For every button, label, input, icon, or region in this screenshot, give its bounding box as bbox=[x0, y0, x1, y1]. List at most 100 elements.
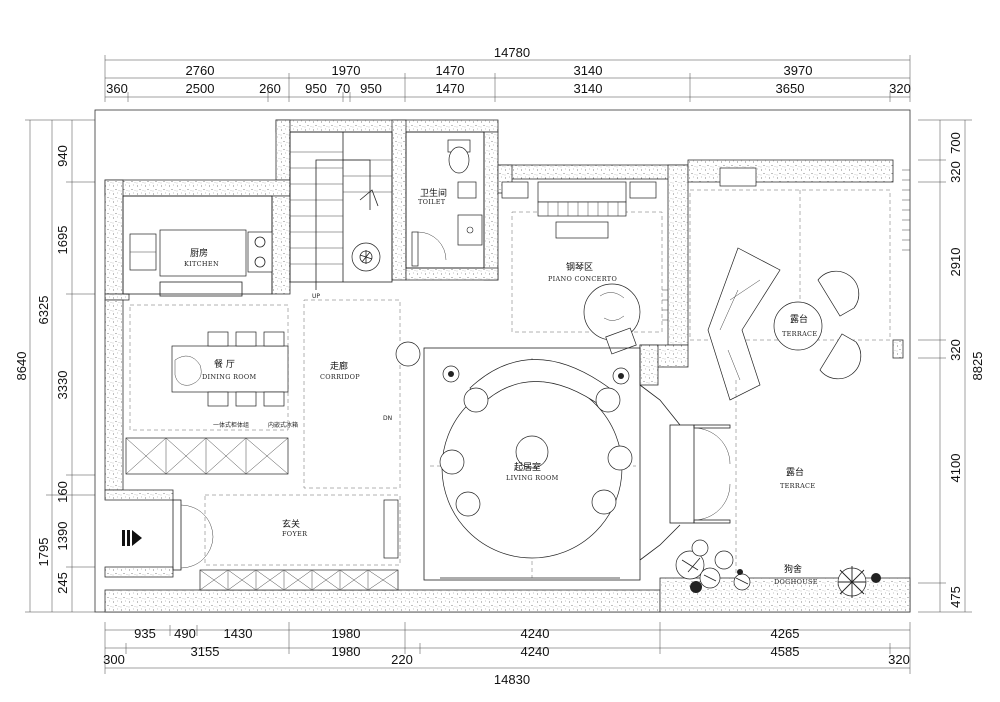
terrace-top: 露台 TERRACE bbox=[689, 167, 910, 401]
staircase: UP bbox=[289, 131, 393, 300]
left-sub-dim-2: 1695 bbox=[55, 226, 70, 255]
top-sub-dim-10: 320 bbox=[889, 81, 911, 96]
dining-label-cn: 餐 厅 bbox=[214, 358, 235, 370]
doghouse-label-cn: 狗舍 bbox=[784, 563, 802, 575]
top-sub-dim-7: 1470 bbox=[436, 81, 465, 96]
doghouse-label-en: DOGHOUSE bbox=[774, 578, 818, 586]
pouf-bottom-left bbox=[455, 491, 481, 517]
foyer-label-cn: 玄关 bbox=[282, 518, 300, 530]
kitchen-label-cn: 厨房 bbox=[190, 247, 208, 259]
top-sub-dim-8: 3140 bbox=[574, 81, 603, 96]
cabinet-note-b: 内嵌式冰箱 bbox=[268, 421, 298, 429]
top-sub-dim-3: 260 bbox=[259, 81, 281, 96]
toilet-label-en: TOILET bbox=[418, 198, 446, 206]
top-total-dim: 14780 bbox=[494, 45, 530, 60]
left-sub-dim-6: 245 bbox=[55, 572, 70, 594]
stove-icon bbox=[247, 231, 273, 273]
right-dimensions: 8825 700 320 2910 320 4100 475 bbox=[918, 119, 985, 613]
top-dim-5: 3970 bbox=[784, 63, 813, 78]
dining-cabinets bbox=[125, 437, 289, 475]
bottom-sub-dim-2: 3155 bbox=[191, 644, 220, 659]
foyer: 玄关 FOYER bbox=[122, 494, 401, 591]
bottom-dim-1: 935 bbox=[134, 626, 156, 641]
left-dim-1: 6325 bbox=[36, 296, 51, 325]
dining-chairs bbox=[207, 331, 285, 407]
bottom-dim-5: 4240 bbox=[521, 626, 550, 641]
right-dim-3: 2910 bbox=[948, 248, 963, 277]
left-dimensions: 8640 6325 1795 940 1695 3330 160 1390 24… bbox=[14, 119, 95, 613]
plant-icon bbox=[351, 242, 381, 272]
living-label-en: LIVING ROOM bbox=[506, 474, 559, 482]
left-sub-dim-3: 3330 bbox=[55, 371, 70, 400]
entrance-arrow-icon bbox=[122, 530, 142, 546]
piano-area: 钢琴区 PIANO CONCERTO bbox=[501, 181, 668, 355]
right-dim-5: 4100 bbox=[948, 454, 963, 483]
coffee-table bbox=[515, 435, 549, 469]
tree-icon bbox=[837, 566, 881, 598]
shower-icon bbox=[457, 181, 477, 199]
left-sub-dim-5: 1390 bbox=[55, 522, 70, 551]
bottom-sub-dim-1: 300 bbox=[103, 652, 125, 667]
kitchen: 厨房 KITCHEN bbox=[122, 195, 273, 297]
top-sub-dim-4: 950 bbox=[305, 81, 327, 96]
bottom-dim-2: 490 bbox=[174, 626, 196, 641]
kitchen-island bbox=[159, 229, 247, 277]
bottom-dimensions: 935 490 1430 1980 4240 4265 300 3155 198… bbox=[103, 622, 911, 687]
top-sub-dim-1: 360 bbox=[106, 81, 128, 96]
piano-label-en: PIANO CONCERTO bbox=[548, 275, 617, 283]
stair-down-label: DN bbox=[383, 415, 392, 422]
doghouse: 狗舍 DOGHOUSE bbox=[675, 539, 881, 598]
toilet-label-cn: 卫生间 bbox=[420, 187, 447, 199]
corridor-label-cn: 走廊 bbox=[330, 360, 348, 372]
top-sub-dim-9: 3650 bbox=[776, 81, 805, 96]
terrace-bottom: 露台 TERRACE bbox=[669, 380, 815, 580]
kitchen-label-en: KITCHEN bbox=[184, 260, 219, 268]
corridor-label-en: CORRIDOP bbox=[320, 373, 360, 381]
top-dim-4: 3140 bbox=[574, 63, 603, 78]
sectional-sofa bbox=[707, 247, 781, 401]
right-dim-1: 700 bbox=[948, 132, 963, 154]
bottom-sub-dim-5: 4240 bbox=[521, 644, 550, 659]
left-sub-dim-4: 160 bbox=[55, 481, 70, 503]
stair-up-label: UP bbox=[312, 293, 320, 300]
living-room: 起居室 LIVING ROOM bbox=[423, 347, 681, 581]
pouf-bottom-right bbox=[591, 489, 617, 515]
bottom-sub-dim-7: 320 bbox=[888, 652, 910, 667]
bottom-sub-dim-6: 4585 bbox=[771, 644, 800, 659]
top-dim-2: 1970 bbox=[332, 63, 361, 78]
top-sub-dim-5: 70 bbox=[336, 81, 350, 96]
dining-room: 餐 厅 DINING ROOM 一体式柜体组 内嵌式冰箱 bbox=[125, 304, 298, 475]
left-total-dim: 8640 bbox=[14, 352, 29, 381]
right-dim-2: 320 bbox=[948, 161, 963, 183]
top-sub-dim-6: 950 bbox=[360, 81, 382, 96]
terrace-bottom-label-cn: 露台 bbox=[786, 466, 804, 478]
pouf-left bbox=[439, 449, 465, 475]
right-dim-4: 320 bbox=[948, 339, 963, 361]
lounge-chair-bottom bbox=[819, 333, 862, 380]
top-dim-1: 2760 bbox=[186, 63, 215, 78]
pouf-right bbox=[607, 445, 633, 471]
terrace-top-label-en: TERRACE bbox=[782, 330, 817, 338]
top-sub-dim-2: 2500 bbox=[186, 81, 215, 96]
dining-label-en: DINING ROOM bbox=[202, 373, 257, 381]
shrub-icon bbox=[675, 539, 751, 593]
piano-label-cn: 钢琴区 bbox=[566, 261, 593, 273]
top-dim-3: 1470 bbox=[436, 63, 465, 78]
bottom-dim-6: 4265 bbox=[771, 626, 800, 641]
sink-icon bbox=[457, 214, 483, 246]
bottom-sub-dim-3: 1980 bbox=[332, 644, 361, 659]
terrace-top-label-cn: 露台 bbox=[790, 313, 808, 325]
toilet-room: 卫生间 TOILET bbox=[405, 131, 485, 269]
right-dim-6: 475 bbox=[948, 586, 963, 608]
bottom-total-dim: 14830 bbox=[494, 672, 530, 687]
right-total-dim: 8825 bbox=[970, 352, 985, 381]
top-dimensions: 14780 2760 1970 1470 3140 3970 360 2500 … bbox=[104, 45, 911, 102]
bottom-sub-dim-4: 220 bbox=[391, 652, 413, 667]
round-column-icon bbox=[395, 341, 421, 367]
piano-bench bbox=[555, 221, 609, 239]
left-sub-dim-1: 940 bbox=[55, 145, 70, 167]
bottom-dim-4: 1980 bbox=[332, 626, 361, 641]
cabinet-note-a: 一体式柜体组 bbox=[213, 421, 249, 429]
piano-keyboard bbox=[537, 201, 627, 217]
